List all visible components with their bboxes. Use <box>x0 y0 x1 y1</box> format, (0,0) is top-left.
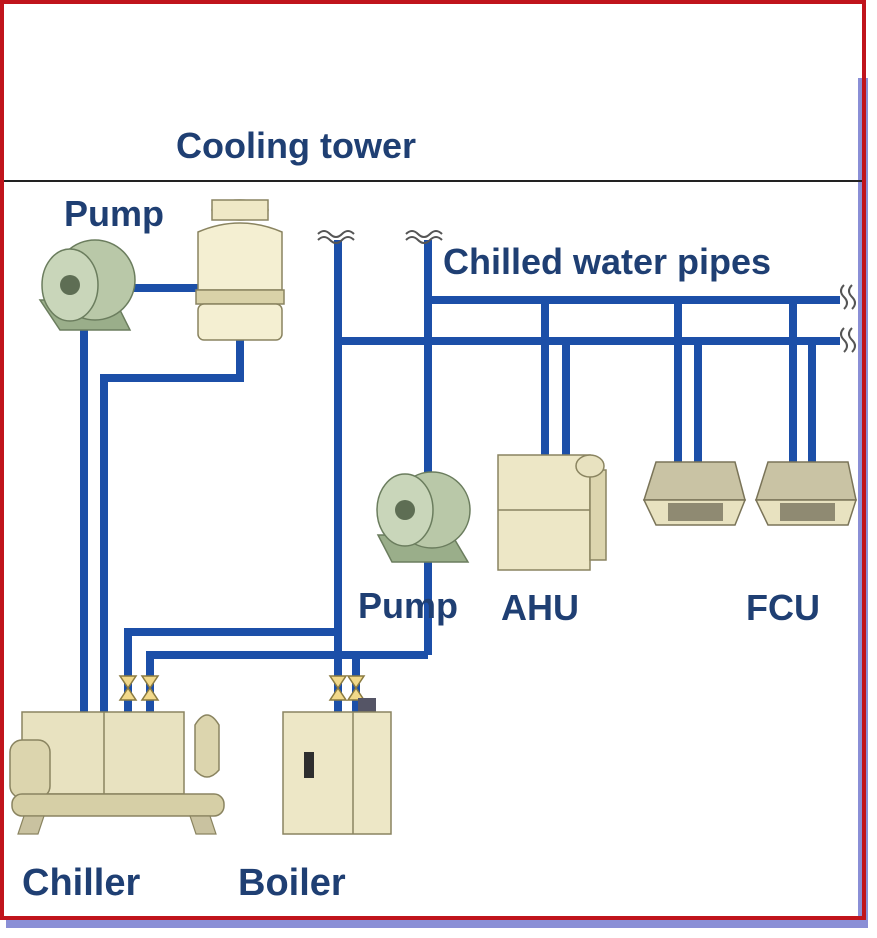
chiller-icon <box>9 711 225 835</box>
cooling-tower-icon <box>195 199 285 341</box>
fcu-icon <box>642 461 747 526</box>
pump-mid-label: Pump <box>358 585 459 626</box>
valve-icon <box>118 675 366 701</box>
boiler-icon <box>282 698 392 835</box>
pump-icon <box>376 471 471 563</box>
fcu-label: FCU <box>746 587 820 628</box>
ahu-icon <box>497 454 607 571</box>
pump-icon <box>38 239 136 331</box>
fcu-icon <box>754 461 858 526</box>
chilled-water-pipes-label: Chilled water pipes <box>443 241 772 282</box>
frame-shadow-bottom <box>6 918 868 928</box>
cooling-tower-label: Cooling tower <box>176 125 416 166</box>
pipe-tower-chiller <box>100 335 244 712</box>
boiler-label: Boiler <box>238 862 346 904</box>
ahu-label: AHU <box>501 587 579 628</box>
frame-border <box>0 0 866 920</box>
chiller-label: Chiller <box>22 862 141 904</box>
pump-top-label: Pump <box>64 193 165 234</box>
pipe-break-icon <box>317 230 856 353</box>
